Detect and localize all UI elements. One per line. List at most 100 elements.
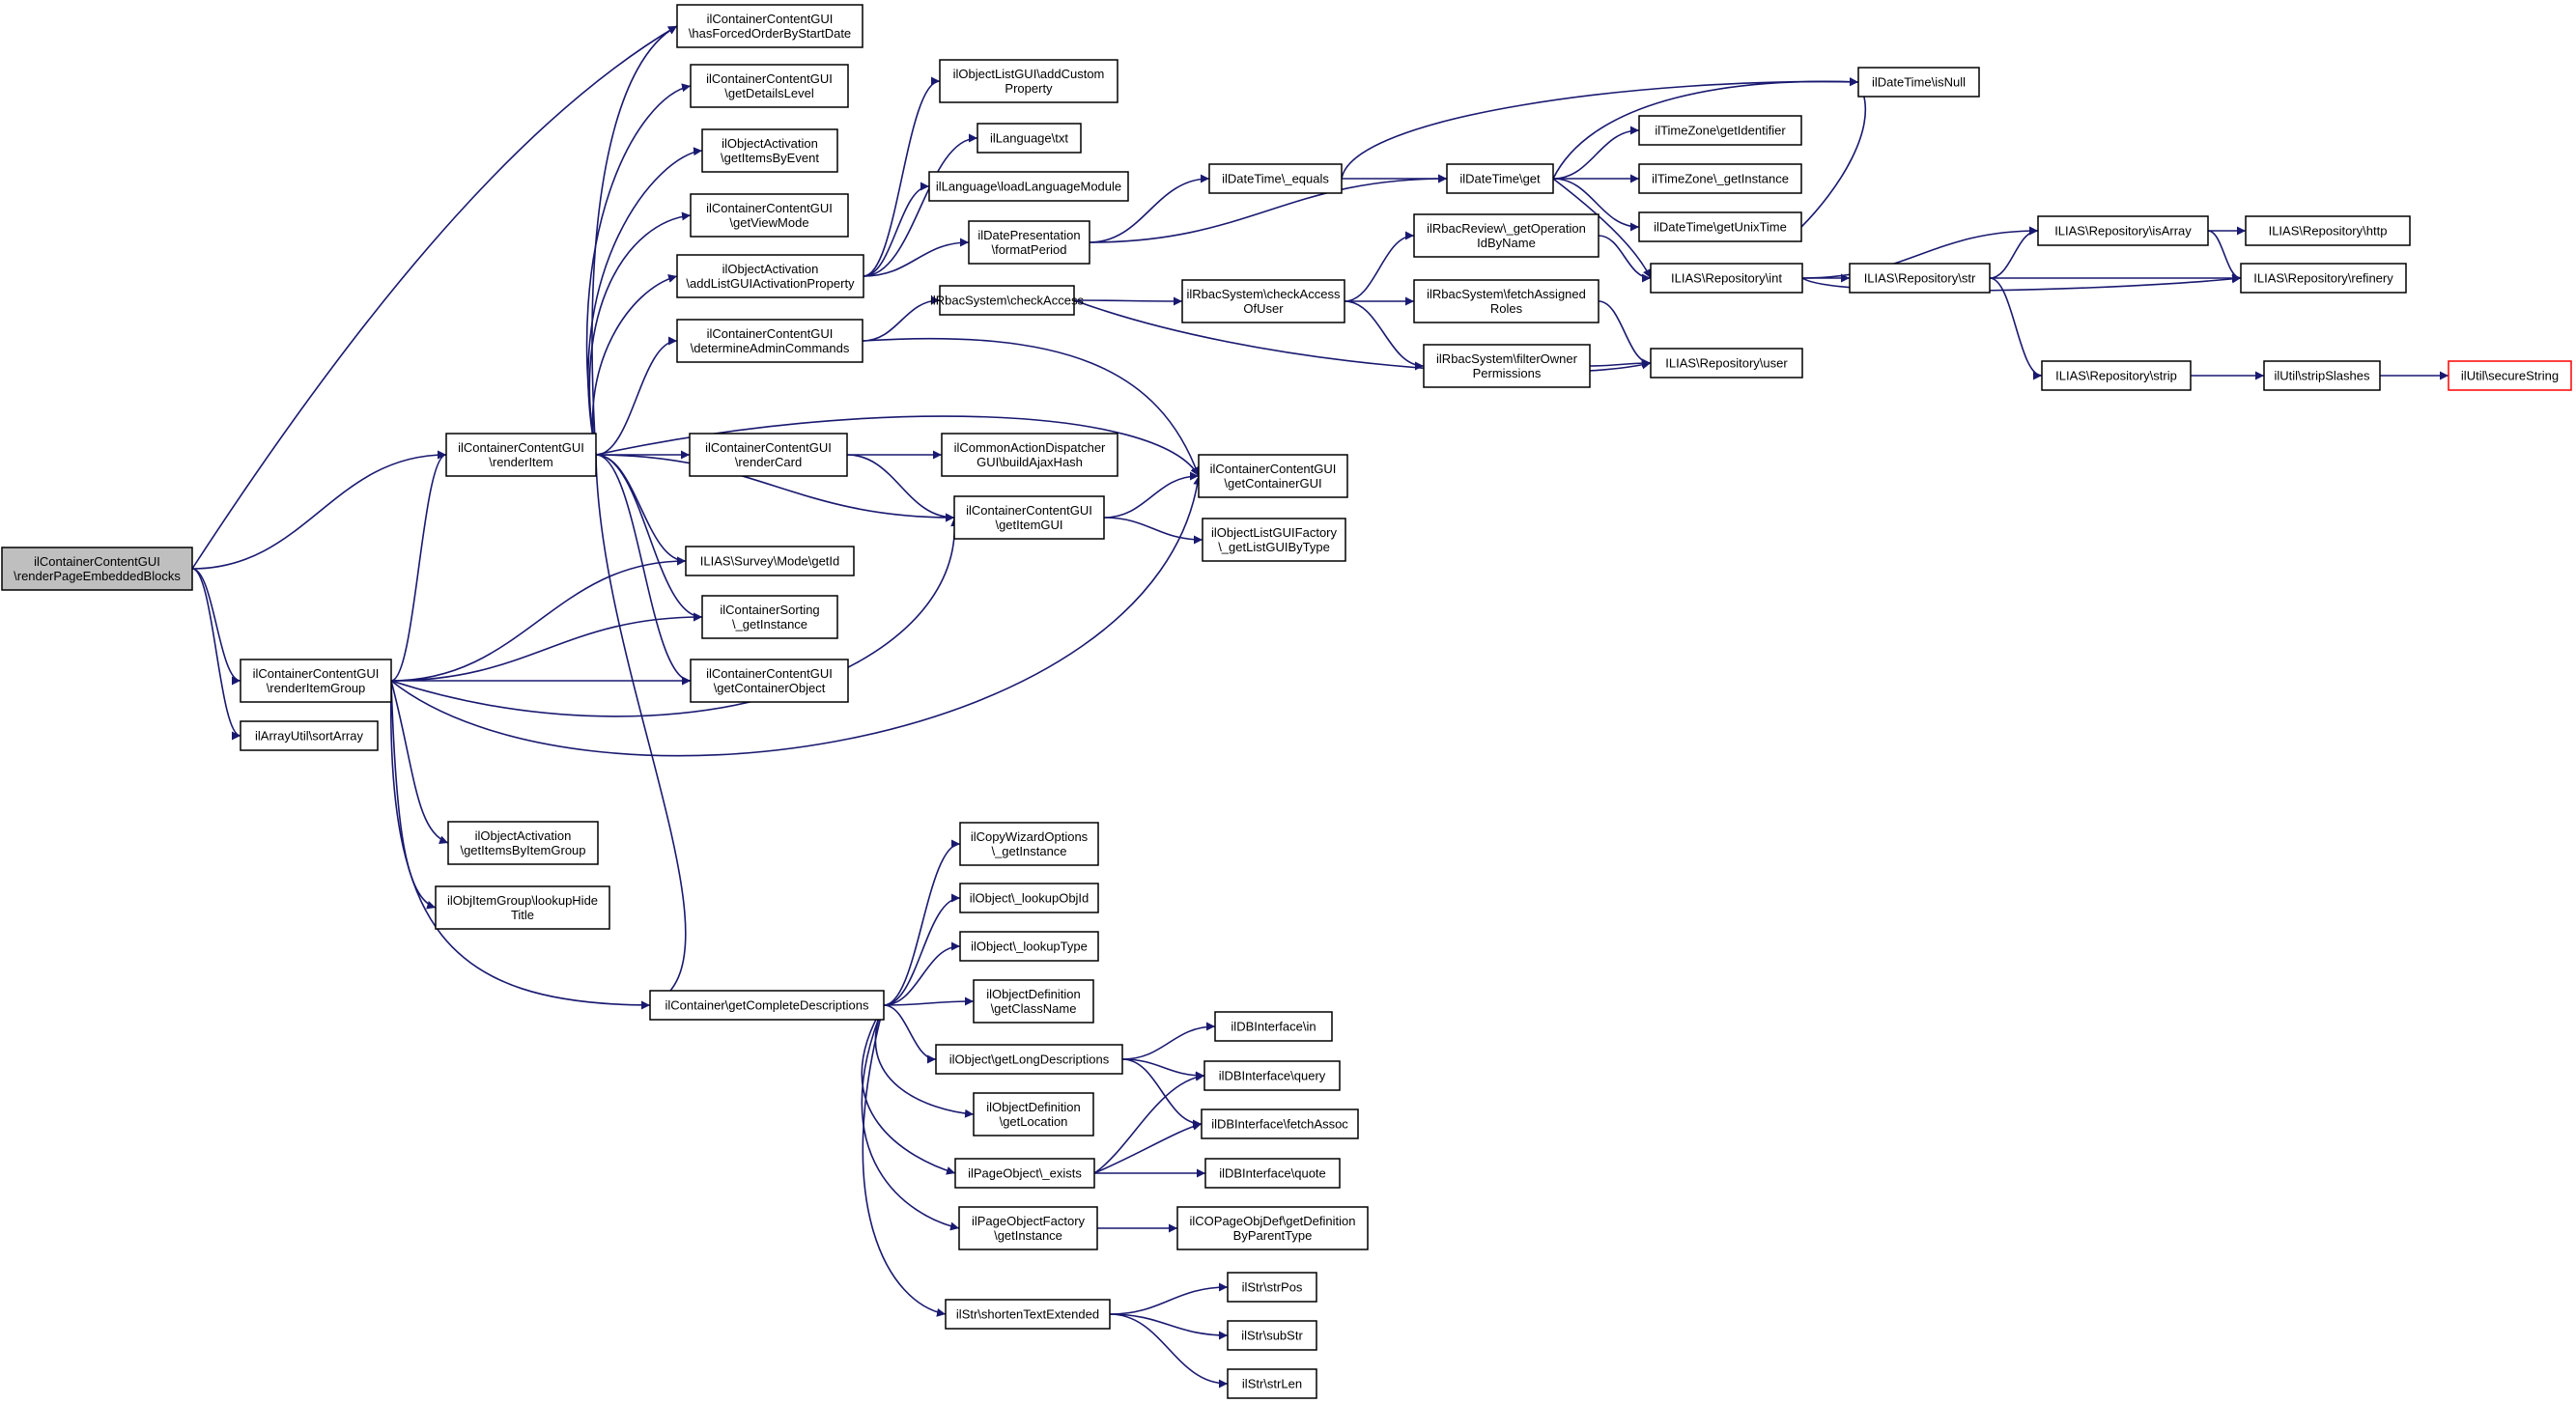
node-label: ilObjectActivation [722, 136, 818, 151]
node-renderItemGroup[interactable]: ilContainerContentGUI\renderItemGroup [240, 659, 392, 703]
node-subStr[interactable]: ilStr\subStr [1227, 1320, 1317, 1351]
edge-renderItem-to-getDetailsLevel [585, 83, 692, 456]
node-repoUser[interactable]: ILIAS\Repository\user [1650, 348, 1803, 379]
edge-path [390, 556, 687, 682]
node-box [939, 59, 1118, 103]
edge-path [595, 454, 703, 622]
node-label: ilObjectActivation [722, 262, 819, 276]
node-label: \getDetailsLevel [724, 86, 814, 100]
node-getItemGUI[interactable]: ilContainerContentGUI\getItemGUI [953, 495, 1105, 540]
node-root[interactable]: ilContainerContentGUI\renderPageEmbedded… [1, 547, 193, 591]
node-dtIsNull[interactable]: ilDateTime\isNull [1857, 67, 1980, 98]
node-label: ilRbacSystem\checkAccess [1187, 287, 1341, 301]
node-getItemsByEvent[interactable]: ilObjectActivation\getItemsByEvent [701, 128, 838, 173]
node-repoRefinery[interactable]: ILIAS\Repository\refinery [2240, 263, 2407, 294]
node-getItemsByItemGroup[interactable]: ilObjectActivation\getItemsByItemGroup [447, 821, 599, 865]
node-tzGetInst[interactable]: ilTimeZone\_getInstance [1638, 163, 1802, 194]
node-repoHttp[interactable]: ILIAS\Repository\http [2245, 215, 2411, 246]
node-repoIsArray[interactable]: ILIAS\Repository\isArray [2037, 215, 2209, 246]
node-pageExists[interactable]: ilPageObject\_exists [954, 1158, 1095, 1189]
edge-addListGUI-to-txt [863, 133, 978, 277]
node-sortingInst[interactable]: ilContainerSorting\_getInstance [701, 595, 838, 639]
node-dtEquals[interactable]: ilDateTime\_equals [1208, 163, 1343, 194]
node-copyWizard[interactable]: ilCopyWizardOptions\_getInstance [959, 822, 1099, 866]
node-strLen[interactable]: ilStr\strLen [1227, 1368, 1317, 1399]
node-renderItem[interactable]: ilContainerContentGUI\renderItem [445, 433, 597, 477]
node-dbFetch[interactable]: ilDBInterface\fetchAssoc [1201, 1108, 1359, 1139]
node-secureString[interactable]: ilUtil\secureString [2448, 360, 2572, 391]
node-label: ilDateTime\_equals [1222, 172, 1329, 186]
node-repoInt[interactable]: ILIAS\Repository\int [1650, 263, 1803, 294]
node-getViewMode[interactable]: ilContainerContentGUI\getViewMode [690, 193, 849, 238]
node-getContainerGUI[interactable]: ilContainerContentGUI\getContainerGUI [1198, 454, 1348, 498]
node-addListGUI[interactable]: ilObjectActivation\addListGUIActivationP… [676, 254, 864, 298]
node-label: ilContainerContentGUI [706, 71, 833, 86]
node-getClassName[interactable]: ilObjectDefinition\getClassName [973, 979, 1094, 1024]
edge-path [883, 839, 961, 1006]
node-getListGUIByType[interactable]: ilObjectListGUIFactory\_getListGUIByType [1202, 518, 1346, 562]
node-renderCard[interactable]: ilContainerContentGUI\renderCard [689, 433, 848, 477]
node-loadLang[interactable]: ilLanguage\loadLanguageModule [928, 171, 1129, 202]
node-determineAdmin[interactable]: ilContainerContentGUI\determineAdminComm… [676, 319, 863, 363]
edge-path [862, 295, 941, 342]
node-box [240, 659, 392, 703]
node-getLongDesc[interactable]: ilObject\getLongDescriptions [935, 1044, 1123, 1075]
node-box [2240, 263, 2407, 294]
edge-getCompleteDesc-to-shortenText [862, 1004, 947, 1317]
node-repoStr[interactable]: ILIAS\Repository\str [1849, 263, 1991, 294]
node-repoStrip[interactable]: ILIAS\Repository\strip [2041, 360, 2192, 391]
node-label: ilContainerContentGUI [707, 326, 834, 341]
edge-path [1800, 81, 1867, 228]
node-sortArray[interactable]: ilArrayUtil\sortArray [240, 720, 379, 751]
node-box [928, 171, 1129, 202]
node-label: ilDBInterface\query [1219, 1069, 1326, 1083]
edge-renderItem-to-sortingInst [595, 454, 703, 622]
node-getContainerObject[interactable]: ilContainerContentGUI\getContainerObject [690, 659, 849, 703]
node-strPos[interactable]: ilStr\strPos [1227, 1272, 1317, 1303]
node-getCompleteDesc[interactable]: ilContainer\getCompleteDescriptions [649, 990, 885, 1021]
node-label: OfUser [1243, 301, 1284, 316]
edge-path [585, 83, 692, 456]
node-label: ilUtil\secureString [2461, 369, 2559, 383]
node-getDetailsLevel[interactable]: ilContainerContentGUI\getDetailsLevel [690, 64, 849, 108]
node-dtUnix[interactable]: ilDateTime\getUnixTime [1638, 211, 1802, 242]
node-label: ilCommonActionDispatcher [954, 440, 1106, 455]
node-formatPeriod[interactable]: ilDatePresentation\formatPeriod [968, 220, 1090, 265]
node-lookupObjId[interactable]: ilObject\_lookupObjId [959, 883, 1099, 913]
node-label: ilContainerContentGUI [458, 440, 584, 455]
node-label: ILIAS\Survey\Mode\getId [700, 554, 840, 569]
edge-getCompleteDesc-to-getClassName [883, 996, 975, 1006]
node-label: ilDBInterface\in [1231, 1020, 1316, 1034]
edge-formatPeriod-to-dtGet [1089, 174, 1448, 243]
node-dbIn[interactable]: ilDBInterface\in [1214, 1011, 1333, 1042]
node-label: \addListGUIActivationProperty [686, 276, 855, 291]
edge-shortenText-to-strPos [1109, 1282, 1229, 1315]
node-dbQuote[interactable]: ilDBInterface\quote [1204, 1158, 1341, 1189]
node-pageFactory[interactable]: ilPageObjectFactory\getInstance [958, 1206, 1098, 1250]
node-dtGet[interactable]: ilDateTime\get [1446, 163, 1554, 194]
node-dbQuery[interactable]: ilDBInterface\query [1203, 1060, 1341, 1091]
node-label: \getItemGUI [995, 518, 1062, 532]
edge-renderItem-to-addListGUI [591, 274, 678, 456]
edge-repoIsArray-to-repoRefinery [2207, 230, 2242, 283]
node-hasForced[interactable]: ilContainerContentGUI\hasForcedOrderBySt… [676, 4, 863, 48]
node-checkAccess[interactable]: ilRbacSystem\checkAccess [930, 285, 1084, 316]
node-getLocation[interactable]: ilObjectDefinition\getLocation [973, 1092, 1094, 1136]
node-txt[interactable]: ilLanguage\txt [977, 123, 1082, 154]
node-buildAjax[interactable]: ilCommonActionDispatcherGUI\buildAjaxHas… [941, 433, 1118, 477]
node-shortenText[interactable]: ilStr\shortenTextExtended [945, 1299, 1111, 1330]
node-tzGetId[interactable]: ilTimeZone\getIdentifier [1638, 115, 1802, 146]
node-box [1202, 518, 1346, 562]
node-stripSlashes[interactable]: ilUtil\stripSlashes [2263, 360, 2381, 391]
edge-getCompleteDesc-to-lookupObjId [883, 893, 961, 1006]
node-label: Permissions [1473, 366, 1542, 380]
node-lookupType[interactable]: ilObject\_lookupType [959, 931, 1099, 962]
node-surveyGetId[interactable]: ILIAS\Survey\Mode\getId [685, 546, 855, 576]
